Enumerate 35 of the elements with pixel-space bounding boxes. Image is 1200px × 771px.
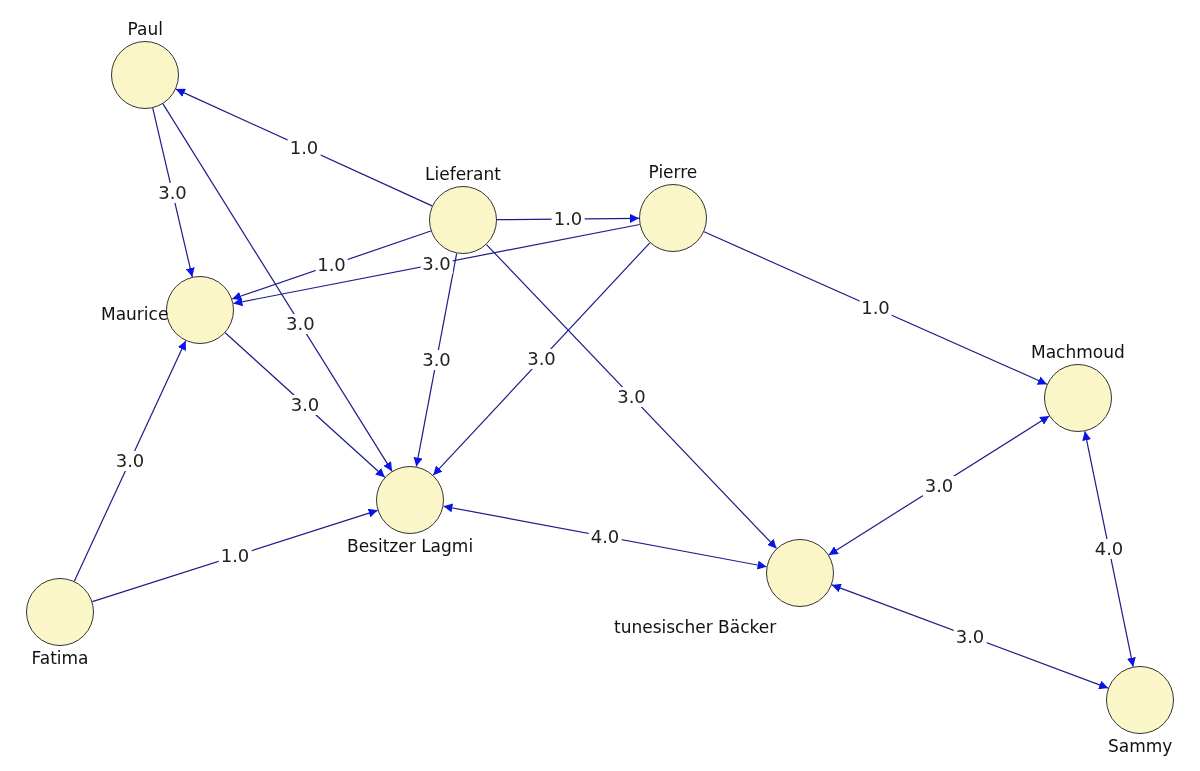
node-label: Lieferant xyxy=(425,164,501,184)
edge-label: 3.0 xyxy=(922,475,956,496)
node-circle xyxy=(376,466,444,534)
arrow xyxy=(442,503,768,570)
arrow xyxy=(703,231,1048,385)
edge-label: 3.0 xyxy=(615,386,648,407)
node-label: Pierre xyxy=(648,162,698,182)
node-circle xyxy=(429,186,497,254)
arrow xyxy=(73,340,187,582)
node-circle xyxy=(766,539,834,607)
edge-label: 3.0 xyxy=(284,314,317,335)
arrow xyxy=(232,223,641,307)
arrow xyxy=(413,252,458,468)
node-label: Sammy xyxy=(1108,736,1173,756)
edge-label: 3.0 xyxy=(420,350,453,370)
node-label: Paul xyxy=(127,19,163,39)
arrow xyxy=(485,244,778,549)
edge-label: 3.0 xyxy=(525,349,558,369)
arrow xyxy=(831,583,1109,690)
arrow xyxy=(432,242,651,476)
node-label: Machmoud xyxy=(1031,342,1125,362)
edge-label: 1.0 xyxy=(287,137,321,158)
edge-label: 3.0 xyxy=(156,182,189,203)
edge-label: 1.0 xyxy=(315,255,348,275)
arrow xyxy=(162,103,393,472)
edge-label: 3.0 xyxy=(420,254,453,274)
node-label: tunesischer Bäcker xyxy=(614,617,777,637)
node-label: Maurice xyxy=(101,304,169,324)
edge-label: 1.0 xyxy=(859,298,892,318)
arrow xyxy=(1082,430,1136,668)
node-circle xyxy=(639,184,707,252)
arrow xyxy=(152,107,195,278)
node-label: Fatima xyxy=(31,648,89,668)
node-label: Besitzer Lagmi xyxy=(347,536,474,556)
arrow xyxy=(91,508,379,603)
